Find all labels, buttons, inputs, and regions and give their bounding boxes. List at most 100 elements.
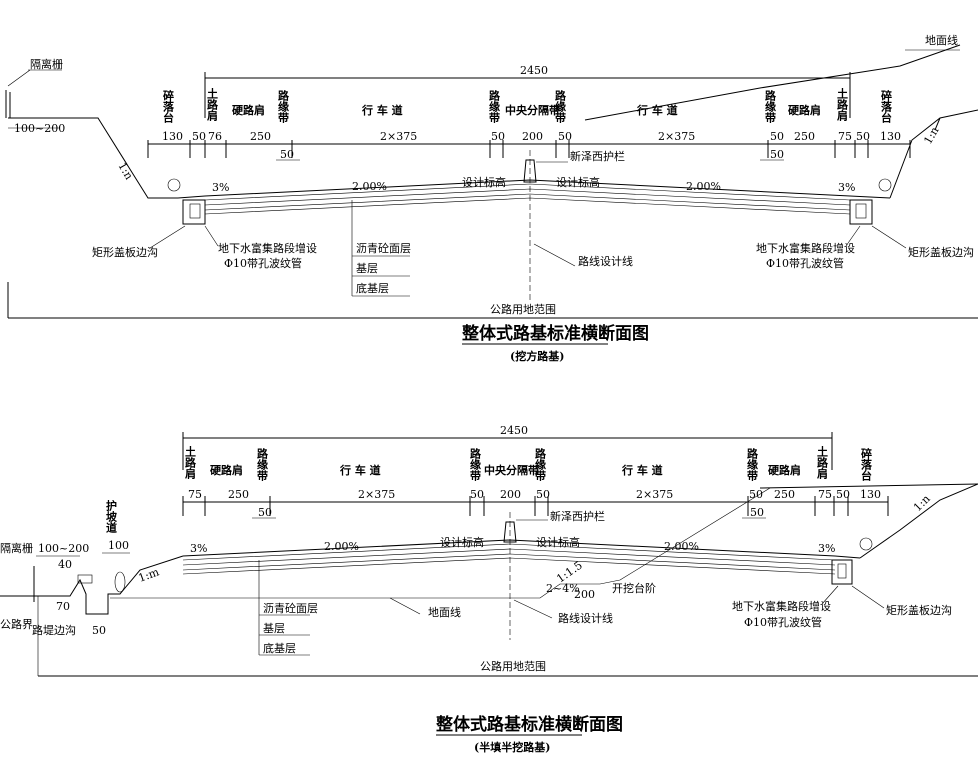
bottom-crossfall-left: 2.00% [324, 540, 359, 553]
bottom-design-level-right: 设计标高 [536, 535, 580, 549]
top-pipe-left-2: Φ10带孔波纹管 [224, 256, 302, 270]
bottom-dim-small-right: 50 [750, 506, 764, 519]
bottom-shoulder-slope-right: 3% [818, 542, 835, 555]
top-label-hard-shoulder-left: 硬路肩 [232, 103, 265, 117]
bottom-dim-5: 50 [536, 488, 550, 501]
bottom-ditch-depth: 70 [56, 600, 70, 613]
bottom-ditch-right [831, 559, 853, 585]
bottom-land-range: 公路用地范围 [480, 659, 546, 673]
bottom-dim-6: 2×375 [636, 488, 673, 501]
bottom-left-fence-label: 隔离栅 [0, 541, 33, 555]
bottom-slope-right: 1:n [911, 492, 933, 514]
bottom-median-barrier [503, 521, 517, 543]
top-dim-3: 250 [250, 130, 271, 143]
top-dim-13: 130 [880, 130, 901, 143]
top-pipe-right-1: 地下水富集路段增设 [756, 241, 855, 255]
bottom-shrub-right-icon [859, 537, 873, 551]
bottom-left-fence-width: 100~200 [38, 542, 89, 555]
bottom-bench-label: 开挖台阶 [612, 581, 656, 595]
top-ground-line-label: 地面线 [925, 33, 958, 47]
top-dim-small-left: 50 [280, 148, 294, 161]
bottom-label-debris-right: 碎落台 [860, 447, 873, 482]
top-label-debris-left: 碎落台 [162, 89, 175, 124]
top-dim-5: 50 [491, 130, 505, 143]
bottom-ditch-width-a: 40 [58, 558, 72, 571]
top-label-soil-shoulder-right: 土路肩 [836, 87, 849, 122]
top-dim-2: 76 [208, 130, 222, 143]
bottom-guardrail-label: 新泽西护栏 [550, 509, 605, 523]
top-label-hard-shoulder-right: 硬路肩 [788, 103, 821, 117]
bottom-dim-10: 50 [836, 488, 850, 501]
bottom-dim-7: 50 [749, 488, 763, 501]
bottom-pipe-right-1: 地下水富集路段增设 [732, 599, 831, 613]
top-label-soil-shoulder-left: 土路肩 [206, 87, 219, 122]
top-label-debris-right: 碎落台 [880, 89, 893, 124]
top-dim-9: 50 [770, 130, 784, 143]
bottom-right-cut-slope [859, 483, 978, 559]
bottom-label-soil-shoulder-left: 土路肩 [184, 445, 197, 480]
bottom-dim-11: 130 [860, 488, 881, 501]
top-pipe-left-1: 地下水富集路段增设 [218, 241, 317, 255]
top-label-lane-left: 行 车 道 [361, 103, 403, 117]
bottom-pipe-right-2: Φ10带孔波纹管 [744, 615, 822, 629]
bottom-bench-width: 200 [574, 588, 595, 601]
top-ditch-right [849, 199, 873, 225]
top-section: 地面线 隔离栅 100~200 1:n 1:n 2450 碎落台 土路肩 硬路肩… [5, 33, 978, 363]
top-dim-12: 50 [856, 130, 870, 143]
top-ditch-left-label: 矩形盖板边沟 [92, 245, 158, 259]
bottom-label-curb-2: 路缘带 [469, 447, 482, 482]
bottom-left-embankment [0, 555, 184, 615]
bottom-label-curb-1: 路缘带 [256, 447, 269, 482]
top-slope-left: 1:n [115, 160, 135, 182]
top-ditch-right-label: 矩形盖板边沟 [908, 245, 974, 259]
bottom-berm-width: 100 [108, 539, 129, 552]
bottom-dim-3: 50 [470, 488, 484, 501]
bottom-embank-ditch: 路堤边沟 [32, 624, 76, 637]
bottom-layer-0: 沥青砼面层 [263, 602, 318, 615]
bottom-label-median: 中央分隔带 [484, 463, 539, 477]
bottom-layer-2: 底基层 [263, 641, 296, 655]
top-total-width: 2450 [520, 64, 548, 77]
bottom-dim-0: 75 [188, 488, 202, 501]
bottom-slope-left: 1:m [137, 565, 162, 585]
bottom-bench-ratio: 2~4% [546, 582, 580, 595]
top-left-cut-slope [8, 117, 178, 199]
top-crossfall-right: 2.00% [686, 180, 721, 193]
bottom-dim-4: 200 [500, 488, 521, 501]
bottom-subtitle: (半填半挖路基) [474, 740, 550, 754]
bottom-label-hard-shoulder-left: 硬路肩 [210, 463, 243, 477]
bottom-label-lane-right: 行 车 道 [621, 463, 663, 477]
top-dim-small-right: 50 [770, 148, 784, 161]
top-label-curb-4: 路缘带 [764, 89, 777, 124]
top-subtitle: (挖方路基) [510, 349, 564, 363]
top-dim-11: 75 [838, 130, 852, 143]
top-right-cut-slope [889, 109, 978, 199]
bottom-total-width: 2450 [500, 424, 528, 437]
bottom-dim-2: 2×375 [358, 488, 395, 501]
top-left-fence-label: 隔离栅 [30, 57, 63, 71]
bottom-dim-small-left: 50 [258, 506, 272, 519]
bottom-shoulder-slope-left: 3% [190, 542, 207, 555]
bottom-design-level-left: 设计标高 [440, 535, 484, 549]
top-dim-10: 250 [794, 130, 815, 143]
top-ditch-left [182, 199, 206, 225]
top-dim-4: 2×375 [380, 130, 417, 143]
top-shoulder-slope-right: 3% [838, 181, 855, 194]
top-layer-2: 底基层 [356, 281, 389, 295]
top-pipe-right-2: Φ10带孔波纹管 [766, 256, 844, 270]
bottom-title: 整体式路基标准横断面图 [436, 714, 623, 735]
top-label-median: 中央分隔带 [505, 103, 560, 117]
bottom-label-hard-shoulder-right: 硬路肩 [768, 463, 801, 477]
bottom-section: 2450 土路肩 硬路肩 路缘带 行 车 道 路缘带 中央分隔带 路缘带 行 车… [0, 424, 978, 754]
top-land-range: 公路用地范围 [490, 302, 556, 316]
top-dim-8: 2×375 [658, 130, 695, 143]
top-layer-0: 沥青砼面层 [356, 242, 411, 255]
top-shrub-right-icon [878, 178, 892, 192]
top-left-fence-width: 100~200 [14, 122, 65, 135]
top-dim-1: 50 [192, 130, 206, 143]
top-label-lane-right: 行 车 道 [636, 103, 678, 117]
top-dim-7: 50 [558, 130, 572, 143]
top-label-curb-2: 路缘带 [488, 89, 501, 124]
bottom-label-lane-left: 行 车 道 [339, 463, 381, 477]
